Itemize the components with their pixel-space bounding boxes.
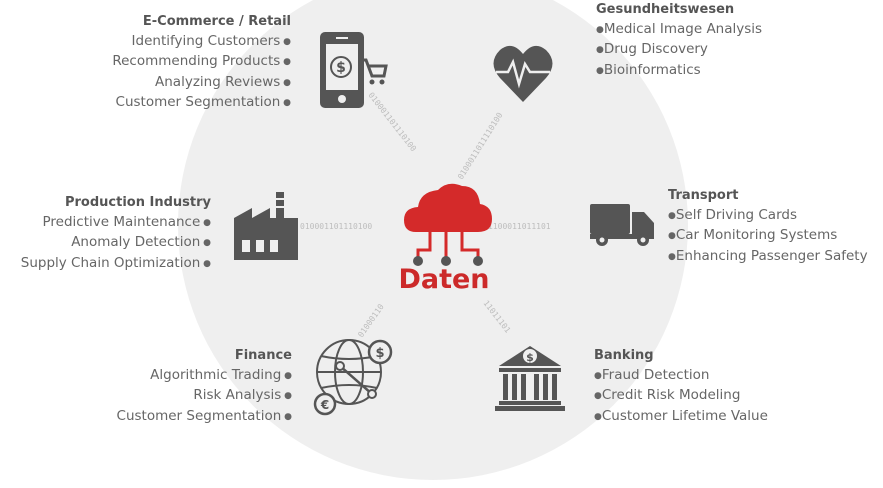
sector-production: Production Industry Predictive Maintenan…	[21, 193, 211, 274]
list-item: Fraud Detection	[594, 366, 768, 387]
list-item: Identifying Customers	[112, 32, 291, 53]
list-item: Supply Chain Optimization	[21, 254, 211, 275]
sector-title: E-Commerce / Retail	[142, 14, 291, 29]
bits-bottom-left: 01000110	[356, 302, 386, 339]
list-item: Predictive Maintenance	[21, 213, 211, 234]
bits-top-left: 010001101110100	[366, 91, 418, 154]
svg-text:$: $	[336, 60, 346, 76]
list-item: Enhancing Passenger Safety	[668, 247, 868, 268]
sector-finance: Finance Algorithmic Trading Risk Analysi…	[117, 346, 292, 427]
factory-icon	[234, 192, 298, 260]
list-item: Risk Analysis	[117, 386, 292, 407]
truck-icon	[590, 204, 654, 246]
sector-health: Gesundheitswesen Medical Image Analysis …	[596, 0, 762, 81]
bits-left: 010001101110100	[300, 222, 372, 231]
list-item: Credit Risk Modeling	[594, 386, 768, 407]
euro-symbol: €	[320, 398, 329, 412]
cloud-icon	[404, 183, 492, 266]
list-item: Algorithmic Trading	[117, 366, 292, 387]
bits-right: 1100011011101	[488, 222, 551, 231]
list-item: Anomaly Detection	[21, 233, 211, 254]
list-item: Customer Segmentation	[112, 93, 291, 114]
sector-banking: Banking Fraud Detection Credit Risk Mode…	[594, 346, 768, 427]
sector-title: Transport	[668, 188, 739, 203]
list-item: Customer Lifetime Value	[594, 407, 768, 428]
bank-icon	[495, 346, 565, 411]
sector-title: Banking	[594, 348, 654, 363]
heartbeat-icon	[493, 45, 553, 102]
sector-transport: Transport Self Driving Cards Car Monitor…	[668, 186, 868, 267]
list-item: Recommending Products	[112, 52, 291, 73]
sector-title: Gesundheitswesen	[596, 2, 735, 17]
sector-title: Production Industry	[64, 195, 211, 210]
list-item: Self Driving Cards	[668, 206, 868, 227]
list-item: Car Monitoring Systems	[668, 226, 868, 247]
dollar-symbol: $	[375, 346, 384, 361]
bits-top-right: 0100011011110100	[456, 111, 505, 181]
list-item: Analyzing Reviews	[112, 73, 291, 94]
sector-title: Finance	[234, 348, 292, 363]
list-item: Bioinformatics	[596, 61, 762, 82]
bits-bottom-right: 11011101	[481, 299, 512, 335]
list-item: Medical Image Analysis	[596, 20, 762, 41]
list-item: Drug Discovery	[596, 40, 762, 61]
list-item: Customer Segmentation	[117, 407, 292, 428]
center-label: Daten	[398, 264, 490, 295]
sector-ecommerce: E-Commerce / Retail Identifying Customer…	[112, 12, 291, 114]
smartphone-cart-icon: $	[320, 32, 388, 108]
globe-currency-icon	[313, 339, 393, 416]
bank-dollar-symbol: $	[526, 351, 534, 364]
